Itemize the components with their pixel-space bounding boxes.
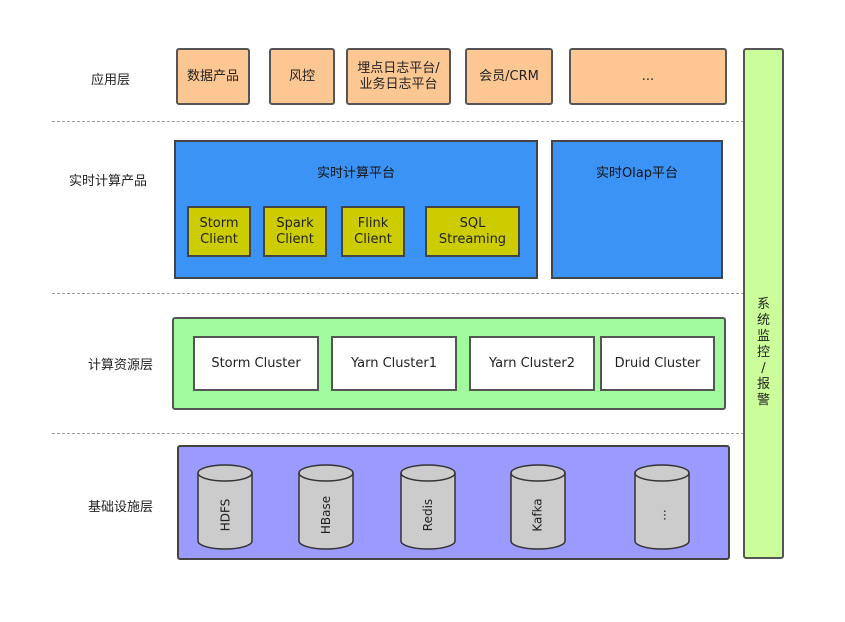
realtime-olap-platform-panel[interactable]: 实时Olap平台 — [551, 140, 723, 279]
database-icon — [634, 464, 690, 550]
separator-line — [52, 293, 744, 294]
monitoring-char: 报 — [756, 377, 770, 392]
cluster-label: Yarn Cluster1 — [350, 356, 438, 371]
storage-label: Redis — [420, 498, 435, 532]
separator-line — [52, 121, 744, 122]
cluster-label: Druid Cluster — [614, 356, 701, 371]
storage-label: Kafka — [530, 498, 545, 532]
monitoring-char: 警 — [756, 393, 770, 408]
storage-label: ... — [654, 509, 669, 521]
layer-label-infrastructure: 基础设施层 — [88, 500, 154, 515]
monitoring-char: 控 — [756, 345, 770, 360]
layer-label-realtime-products: 实时计算产品 — [69, 174, 148, 189]
client-box-sql-streaming[interactable]: SQL Streaming — [425, 206, 520, 257]
app-box-label: 风控 — [288, 68, 315, 84]
monitoring-char: 监 — [756, 329, 770, 344]
storage-cylinder-redis[interactable]: Redis — [400, 464, 456, 550]
monitoring-char: 系 — [756, 297, 770, 312]
monitoring-label: 系 统 监 控 / 报 警 — [745, 297, 782, 409]
monitoring-alert-bar[interactable]: 系 统 监 控 / 报 警 — [743, 48, 784, 559]
app-box-label: 数据产品 — [186, 68, 239, 84]
database-icon — [400, 464, 456, 550]
app-box-risk-control[interactable]: 风控 — [269, 48, 335, 105]
client-box-spark[interactable]: Spark Client — [263, 206, 327, 257]
client-label: Client — [276, 231, 314, 247]
storage-cylinder-hbase[interactable]: HBase — [298, 464, 354, 550]
monitoring-char: / — [761, 361, 766, 376]
client-label: Spark — [276, 215, 314, 231]
database-icon — [298, 464, 354, 550]
cluster-label: Yarn Cluster2 — [488, 356, 576, 371]
client-label: Client — [354, 231, 392, 247]
cluster-box-druid[interactable]: Druid Cluster — [600, 336, 715, 391]
database-icon — [510, 464, 566, 550]
client-box-storm[interactable]: Storm Client — [187, 206, 251, 257]
app-box-label: 业务日志平台 — [359, 76, 438, 92]
panel-title: 实时Olap平台 — [595, 166, 679, 181]
client-label: SQL — [459, 215, 486, 231]
layer-label-application: 应用层 — [91, 73, 131, 88]
client-label: Storm — [199, 215, 239, 231]
panel-title: 实时计算平台 — [316, 166, 395, 181]
database-icon — [197, 464, 253, 550]
app-box-data-products[interactable]: 数据产品 — [176, 48, 250, 105]
app-box-log-platform[interactable]: 埋点日志平台/ 业务日志平台 — [346, 48, 451, 105]
storage-cylinder-more[interactable]: ... — [634, 464, 690, 550]
storage-label: HBase — [319, 495, 333, 535]
cluster-box-storm[interactable]: Storm Cluster — [193, 336, 319, 391]
cluster-box-yarn1[interactable]: Yarn Cluster1 — [331, 336, 457, 391]
client-label: Streaming — [438, 231, 507, 247]
storage-cylinder-kafka[interactable]: Kafka — [510, 464, 566, 550]
storage-cylinder-hdfs[interactable]: HDFS — [197, 464, 253, 550]
monitoring-char: 统 — [756, 313, 770, 328]
storage-label: HDFS — [217, 498, 232, 532]
app-box-label: 会员/CRM — [479, 68, 539, 84]
app-box-label: 埋点日志平台/ — [357, 60, 440, 76]
cluster-label: Storm Cluster — [211, 356, 301, 371]
layer-label-compute-resource: 计算资源层 — [88, 358, 154, 373]
separator-line — [52, 433, 744, 434]
client-label: Client — [200, 231, 238, 247]
client-box-flink[interactable]: Flink Client — [341, 206, 405, 257]
cluster-box-yarn2[interactable]: Yarn Cluster2 — [469, 336, 595, 391]
client-label: Flink — [357, 215, 389, 231]
app-box-label: ... — [641, 68, 655, 84]
app-box-more[interactable]: ... — [569, 48, 727, 105]
app-box-member-crm[interactable]: 会员/CRM — [465, 48, 553, 105]
